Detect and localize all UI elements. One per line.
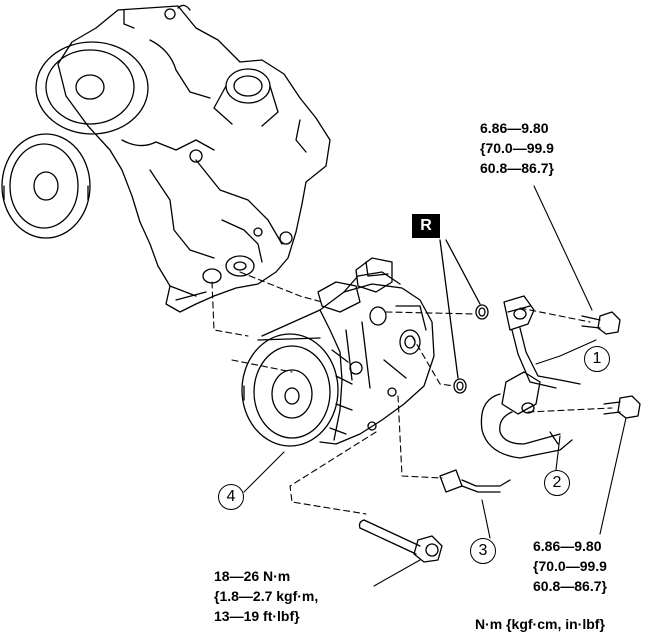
torque-line: {70.0—99.9 xyxy=(533,558,607,574)
torque-spec-compressor-bolt: 18—26 N·m {1.8—2.7 kgf·m, 13—19 ft·lbf} xyxy=(214,566,318,626)
torque-spec-upper-bolt: 6.86—9.80 {70.0—99.9 60.8—86.7} xyxy=(480,118,554,178)
callout-2: 2 xyxy=(544,470,570,496)
callout-4: 4 xyxy=(218,484,244,510)
alignment-lines xyxy=(211,271,613,515)
torque-line: {1.8—2.7 kgf·m, xyxy=(214,588,319,604)
torque-line: 13—19 ft·lbf} xyxy=(214,608,300,624)
leader-lines xyxy=(243,185,627,587)
o-rings xyxy=(439,239,489,394)
torque-line: 6.86—9.80 xyxy=(533,538,602,554)
suction-hose xyxy=(480,371,573,459)
units-legend: N·m {kgf·cm, in·lbf} xyxy=(475,616,605,632)
torque-line: 6.86—9.80 xyxy=(480,120,549,136)
callout-1: 1 xyxy=(584,346,610,372)
torque-line: 60.8—86.7} xyxy=(533,578,607,594)
pressure-switch-connector xyxy=(439,469,511,493)
torque-line: 18—26 N·m xyxy=(214,568,291,584)
discharge-hose xyxy=(503,295,581,389)
torque-line: {70.0—99.9 xyxy=(480,140,554,156)
ac-compressor xyxy=(241,257,435,447)
callout-3: 3 xyxy=(470,538,496,564)
torque-spec-lower-bolt: 6.86—9.80 {70.0—99.9 60.8—86.7} xyxy=(533,536,607,596)
bolts xyxy=(358,311,641,563)
replace-mark: R xyxy=(412,214,440,238)
torque-line: 60.8—86.7} xyxy=(480,160,554,176)
engine-block xyxy=(1,4,331,313)
